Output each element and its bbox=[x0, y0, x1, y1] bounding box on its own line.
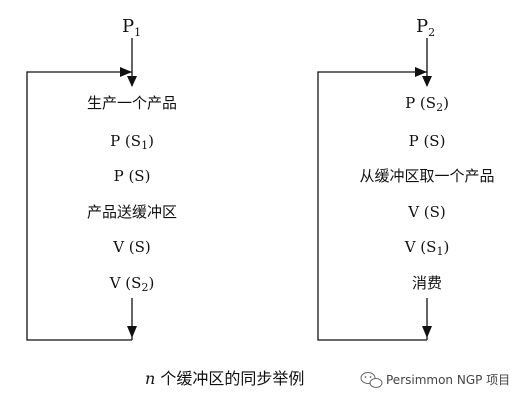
p1-step-5: V (S) bbox=[112, 238, 151, 256]
p2-step-3: 从缓冲区取一个产品 bbox=[359, 167, 494, 185]
watermark-text: Persimmon NGP 项目 bbox=[386, 373, 510, 387]
process-p2-title: P2 bbox=[416, 16, 435, 39]
p2-step-2: P (S) bbox=[409, 132, 446, 150]
p1-step-4: 产品送缓冲区 bbox=[87, 203, 177, 221]
p1-exit-arrow-head bbox=[127, 326, 137, 338]
p2-loop-arrow-head bbox=[415, 67, 427, 77]
p2-loop-line bbox=[317, 71, 427, 341]
process-p2: P2 P (S2) P (S) 从缓冲区取一个产品 V (S) V (S1) 消… bbox=[317, 16, 495, 341]
p2-step-1: P (S2) bbox=[405, 94, 449, 114]
p2-step-6: 消费 bbox=[412, 274, 442, 292]
process-p1-title: P1 bbox=[122, 16, 141, 39]
p2-step-4: V (S) bbox=[407, 203, 446, 221]
p1-step-6: V (S2) bbox=[109, 274, 155, 294]
p1-step-2: P (S1) bbox=[110, 132, 154, 152]
wechat-icon bbox=[360, 372, 383, 388]
process-p1: P1 生产一个产品 P (S1) P (S) 产品送缓冲区 V (S) V (S… bbox=[26, 16, 177, 341]
watermark: Persimmon NGP 项目 bbox=[360, 372, 510, 388]
p1-loop-line bbox=[26, 71, 132, 341]
p1-step-1: 生产一个产品 bbox=[87, 94, 177, 112]
p1-loop-arrow-head bbox=[120, 67, 132, 77]
p2-exit-arrow-head bbox=[422, 326, 432, 338]
p1-entry-arrow-head bbox=[127, 76, 137, 87]
figure-caption: n 个缓冲区的同步举例 bbox=[145, 369, 304, 388]
p2-entry-arrow-head bbox=[422, 76, 432, 87]
p2-step-5: V (S1) bbox=[404, 238, 450, 258]
p1-step-3: P (S) bbox=[114, 167, 151, 185]
